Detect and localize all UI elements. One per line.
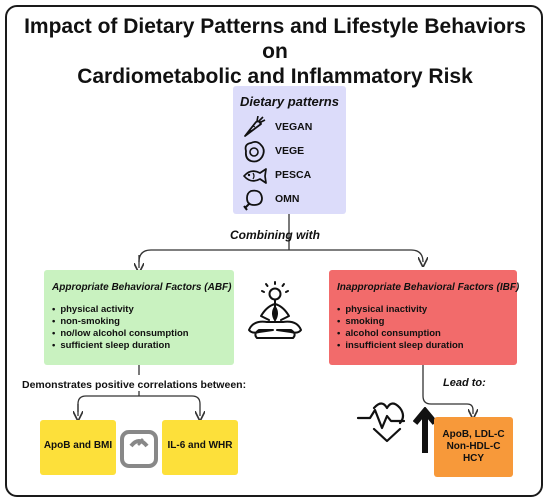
abf-item: no/low alcohol consumption	[52, 328, 188, 340]
diet-item-vege: VEGE	[241, 140, 351, 164]
diagram-title: Impact of Dietary Patterns and Lifestyle…	[10, 14, 540, 89]
marker-line: HCY	[462, 453, 485, 464]
abf-box: Appropriate Behavioral Factors (ABF) phy…	[44, 270, 234, 365]
dietary-patterns-box: Dietary patterns VEGAN VEGE PESCA OMN	[233, 86, 346, 214]
scale-icon	[120, 430, 158, 468]
meat-icon	[243, 189, 263, 211]
ibf-item: smoking	[337, 316, 464, 328]
marker-line: Non-HDL-C	[446, 441, 501, 452]
ibf-box: Inappropriate Behavioral Factors (IBF) p…	[329, 270, 520, 365]
diet-label-pesca: PESCA	[275, 169, 312, 181]
fish-icon	[243, 168, 267, 184]
ibf-item: physical inactivity	[337, 304, 464, 316]
carrot-icon	[244, 116, 266, 137]
diet-item-vegan: VEGAN	[241, 116, 351, 140]
outcome-il6-whr: IL-6 and WHR	[162, 420, 238, 475]
title-line-2: Cardiometabolic and Inflammatory Risk	[77, 65, 473, 88]
abf-item: non-smoking	[52, 316, 189, 328]
diet-label-vegan: VEGAN	[275, 121, 313, 133]
abf-title: Appropriate Behavioral Factors (ABF)	[52, 282, 232, 293]
ibf-item: insufficient sleep duration	[337, 340, 463, 352]
outcome-apob-bmi: ApoB and BMI	[40, 420, 116, 475]
outcome-ibf-markers-text: ApoB, LDL-C Non-HDL-C HCY	[434, 429, 513, 465]
title-line-1: Impact of Dietary Patterns and Lifestyle…	[24, 15, 526, 63]
diet-item-pesca: PESCA	[241, 164, 351, 188]
heartbeat-icon	[356, 402, 406, 443]
meditation-icon	[248, 281, 302, 339]
abf-item: physical activity	[52, 304, 189, 316]
diet-item-omn: OMN	[241, 188, 351, 212]
ibf-title: Inappropriate Behavioral Factors (IBF)	[337, 282, 520, 293]
outer-frame	[5, 5, 543, 497]
connector-demo-split	[77, 395, 200, 416]
abf-list: physical activity non-smoking no/low alc…	[52, 304, 189, 352]
connector-ibf-down	[422, 365, 473, 414]
lead-to-label: Lead to:	[443, 377, 486, 389]
outcome-il6-whr-label: IL-6 and WHR	[167, 440, 233, 451]
combining-with-label: Combining with	[230, 228, 320, 242]
outcome-apob-bmi-label: ApoB and BMI	[43, 440, 113, 451]
marker-line: ApoB, LDL-C	[442, 429, 505, 440]
demonstrates-label: Demonstrates positive correlations betwe…	[22, 379, 247, 391]
abf-item: sufficient sleep duration	[52, 340, 189, 352]
arrow-up-icon	[413, 407, 437, 453]
egg-icon	[244, 140, 265, 163]
ibf-list: physical inactivity smoking alcohol cons…	[337, 304, 464, 352]
diet-label-vege: VEGE	[275, 145, 305, 157]
ibf-item: alcohol consumption	[337, 328, 464, 340]
outcome-ibf-markers: ApoB, LDL-C Non-HDL-C HCY	[434, 417, 513, 477]
connector-split	[138, 249, 423, 262]
diet-label-omn: OMN	[275, 193, 300, 205]
dietary-patterns-title: Dietary patterns	[240, 94, 339, 109]
